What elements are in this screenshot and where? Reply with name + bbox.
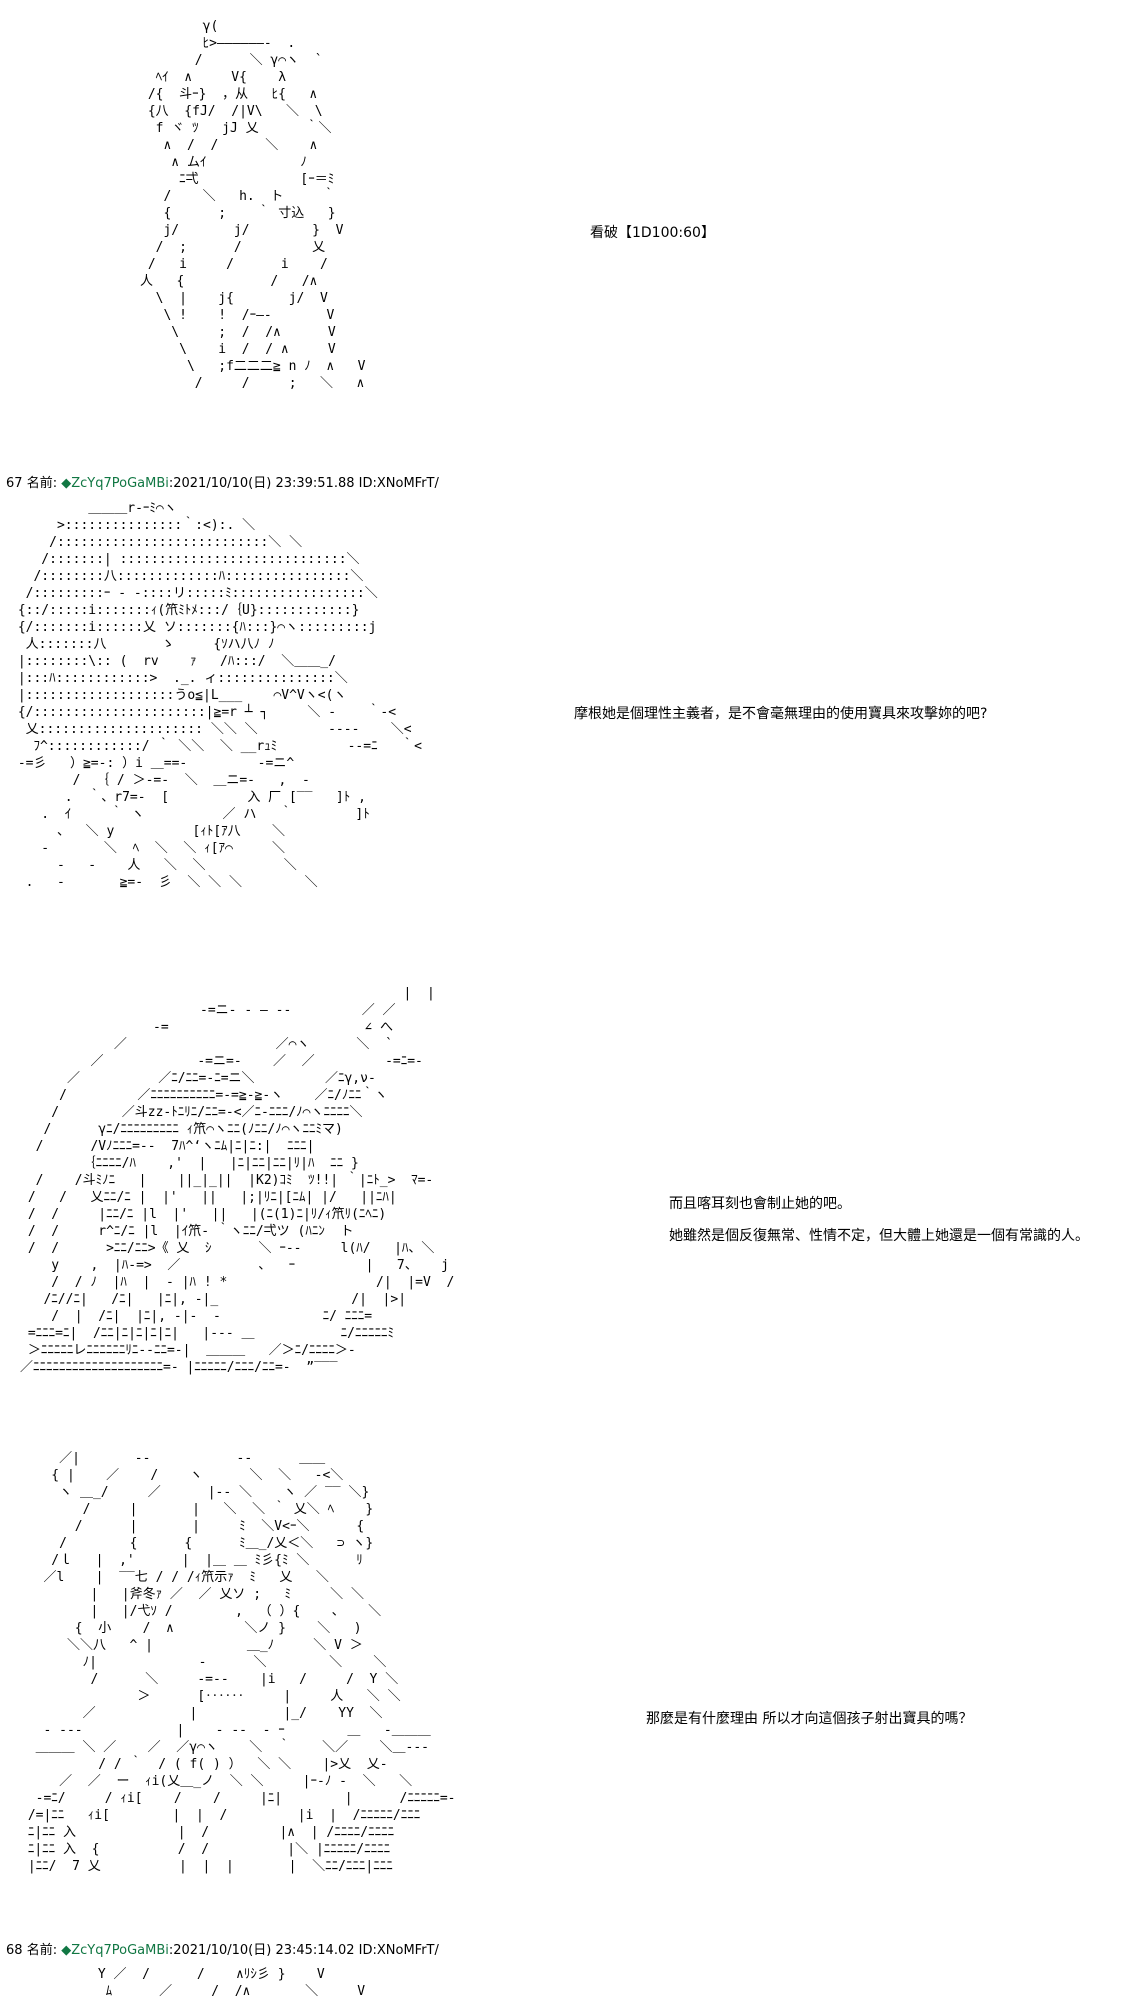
dialogue-panel-1: 看破【1D100:60】 [590, 222, 715, 242]
dialogue-panel-2: 摩根她是個理性主義者，是不會毫無理由的使用寶具來攻擊妳的吧? [574, 703, 987, 723]
tripcode: ZcYq7PoGaMBi [71, 1943, 169, 1958]
post-date: :2021/10/10(日) 23:39:51.88 [168, 476, 355, 491]
dialogue-panel-3: 而且喀耳刻也會制止她的吧。 她雖然是個反復無常、性情不定，但大體上她還是一個有常… [669, 1188, 1089, 1252]
name-label: 名前: [26, 1943, 58, 1958]
post-number: 67 [6, 476, 23, 491]
ascii-art-panel-3: | | ‐=ニ‐ ‐ ― ‐‐ ／ ／ -= ∠ へ ／ ／⌒ヽ ＼ ` ／ -… [20, 986, 455, 1375]
poster-id[interactable]: ID:XNoMFrT/ [358, 476, 439, 491]
name-label: 名前: [26, 476, 58, 491]
post-header: 68 名前: ◆ZcYq7PoGaMBi:2021/10/10(日) 23:45… [6, 1939, 439, 1958]
dialogue-line: 摩根她是個理性主義者，是不會毫無理由的使用寶具來攻擊妳的吧? [574, 706, 988, 722]
dialogue-panel-4: 那麼是有什麼理由 所以才向這個孩子射出寶具的嗎？ [646, 1708, 972, 1728]
dialogue-line: 那麼是有什麼理由 所以才向這個孩子射出寶具的嗎？ [646, 1711, 973, 1727]
ascii-art-panel-2: ＿＿＿r-ｰﾐ⌒ヽ >:::::::::::::::｀:<):. ＼ /::::… [17, 501, 422, 890]
green-diamond-icon: ◆ [61, 1943, 72, 1958]
green-diamond-icon: ◆ [61, 476, 72, 491]
post-header: 67 名前: ◆ZcYq7PoGaMBi:2021/10/10(日) 23:39… [6, 472, 439, 491]
dialogue-line: 她雖然是個反復無常、性情不定，但大體上她還是一個有常識的人。 [669, 1228, 1089, 1244]
ascii-art-panel-5: Y ／ / / ∧ﾘｼ彡 } V ﾑ ／ / /∧ ＼ V [97, 1967, 366, 1999]
tripcode: ZcYq7PoGaMBi [71, 476, 169, 491]
post-date: :2021/10/10(日) 23:45:14.02 [168, 1943, 355, 1958]
poster-id[interactable]: ID:XNoMFrT/ [358, 1943, 439, 1958]
ascii-art-panel-1: γ( ﾋ>――――――- . / ＼ γ⌒ヽ ` ﾍｲ ∧ V{ λ /{ 斗ｰ… [140, 19, 366, 391]
ascii-art-panel-4: ／| ‐‐ ‐‐ ＿＿ { | ／ / ヽ ＼ ＼ ‐<＼ ヽ ＿_/ ／ |‐… [27, 1451, 456, 1874]
post-number: 68 [6, 1943, 23, 1958]
dialogue-line: 而且喀耳刻也會制止她的吧。 [669, 1196, 851, 1212]
dialogue-line: 看破【1D100:60】 [590, 225, 715, 241]
